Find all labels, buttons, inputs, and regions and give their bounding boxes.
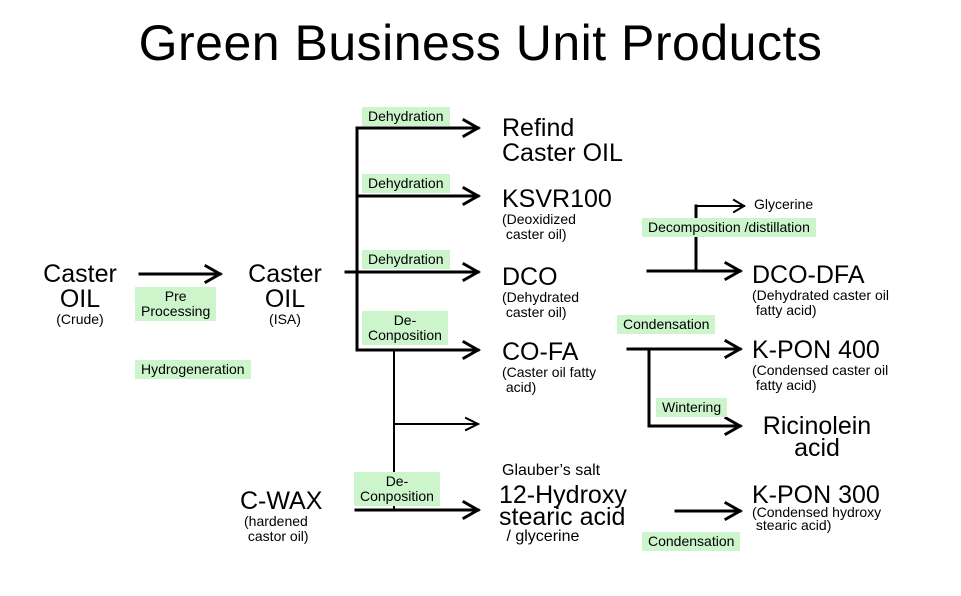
- node-title: C-WAX: [240, 487, 323, 515]
- node-crude-caster-oil: Caster OIL (Crude): [30, 262, 130, 327]
- label-condensation-1: Condensation: [617, 315, 716, 334]
- node-title-2: / glycerine: [502, 528, 580, 545]
- node-subtitle: (Dehydrated caster oil fatty acid): [752, 287, 889, 318]
- label-dehydration-3: Dehydration: [362, 250, 450, 269]
- node-c-wax: C-WAX (hardened castor oil): [240, 489, 322, 544]
- node-title: 12-Hydroxy: [499, 481, 627, 509]
- label-dehydration-2: Dehydration: [362, 174, 450, 193]
- node-subtitle: (hardened castor oil): [244, 513, 309, 544]
- label-decomposition-2: De- Conposition: [354, 472, 440, 506]
- node-subtitle: (Caster oil fatty acid): [502, 364, 597, 395]
- node-title: K-PON 300: [752, 481, 880, 509]
- node-k-pon-400: K-PON 400 (Condensed caster oil fatty ac…: [752, 338, 888, 393]
- node-isa-caster-oil: Caster OIL (ISA): [235, 262, 335, 327]
- node-dco-dfa: DCO-DFA (Dehydrated caster oil fatty aci…: [752, 263, 889, 318]
- arrow-hydroxy-to-kpon300: [674, 500, 744, 522]
- node-title: K-PON 400: [752, 336, 880, 364]
- node-glauber-salt: Glauber’s salt / glycerine: [502, 416, 600, 570]
- node-subtitle: (Condensed caster oil fatty acid): [752, 362, 889, 393]
- node-subtitle: (Condensed hydroxy stearic acid): [752, 504, 882, 533]
- node-subtitle: (Dehydrated caster oil): [502, 289, 580, 320]
- label-decomposition-distillation: Decomposition /distillation: [642, 218, 816, 237]
- label-hydrogeneration: Hydrogeneration: [135, 360, 251, 379]
- diagram-title: Green Business Unit Products: [138, 15, 823, 71]
- label-condensation-2: Condensation: [642, 532, 741, 551]
- node-subtitle: (ISA): [269, 311, 301, 327]
- node-k-pon-300: K-PON 300 (Condensed hydroxy stearic aci…: [752, 481, 882, 533]
- node-title-2: stearic acid: [499, 503, 626, 531]
- node-title: DCO: [502, 263, 558, 291]
- branch-dco: [646, 198, 746, 282]
- node-subtitle: (Crude): [56, 311, 104, 327]
- node-subtitle: (Deoxidized caster oil): [502, 211, 576, 242]
- label-pre-processing: Pre Processing: [135, 287, 217, 321]
- node-title: Refind: [502, 114, 575, 142]
- node-refind-caster-oil: Refind Caster OIL: [502, 116, 623, 166]
- branch-cofa: [626, 338, 744, 437]
- node-ksvr100: KSVR100 (Deoxidized caster oil): [502, 187, 612, 242]
- node-ricinolein-acid: Ricinolein acid: [752, 412, 882, 462]
- node-title-2: acid: [794, 434, 840, 462]
- node-glycerine: Glycerine: [754, 196, 814, 212]
- label-dehydration-1: Dehydration: [362, 107, 450, 126]
- node-title-2: Caster OIL: [502, 139, 623, 167]
- node-co-fa: CO-FA (Caster oil fatty acid): [502, 340, 596, 395]
- node-title: Caster: [248, 260, 322, 288]
- branch-isa: [344, 117, 482, 361]
- label-wintering: Wintering: [656, 398, 728, 417]
- node-title: Caster: [43, 260, 117, 288]
- node-title: Glauber’s salt: [502, 462, 601, 479]
- node-title-2: OIL: [264, 285, 306, 313]
- node-title: CO-FA: [502, 338, 579, 366]
- node-title: KSVR100: [502, 185, 612, 213]
- node-title-2: OIL: [59, 285, 101, 313]
- node-dco: DCO (Dehydrated caster oil): [502, 265, 579, 320]
- arrow-crude-to-isa: [138, 263, 224, 285]
- label-decomposition-1: De- Conposition: [362, 311, 448, 345]
- node-12-hydroxy-stearic-acid: 12-Hydroxy stearic acid: [499, 481, 627, 531]
- arrow-cwax-to-hydroxy: [354, 499, 482, 521]
- node-title: Ricinolein: [762, 412, 872, 440]
- node-title: DCO-DFA: [752, 261, 865, 289]
